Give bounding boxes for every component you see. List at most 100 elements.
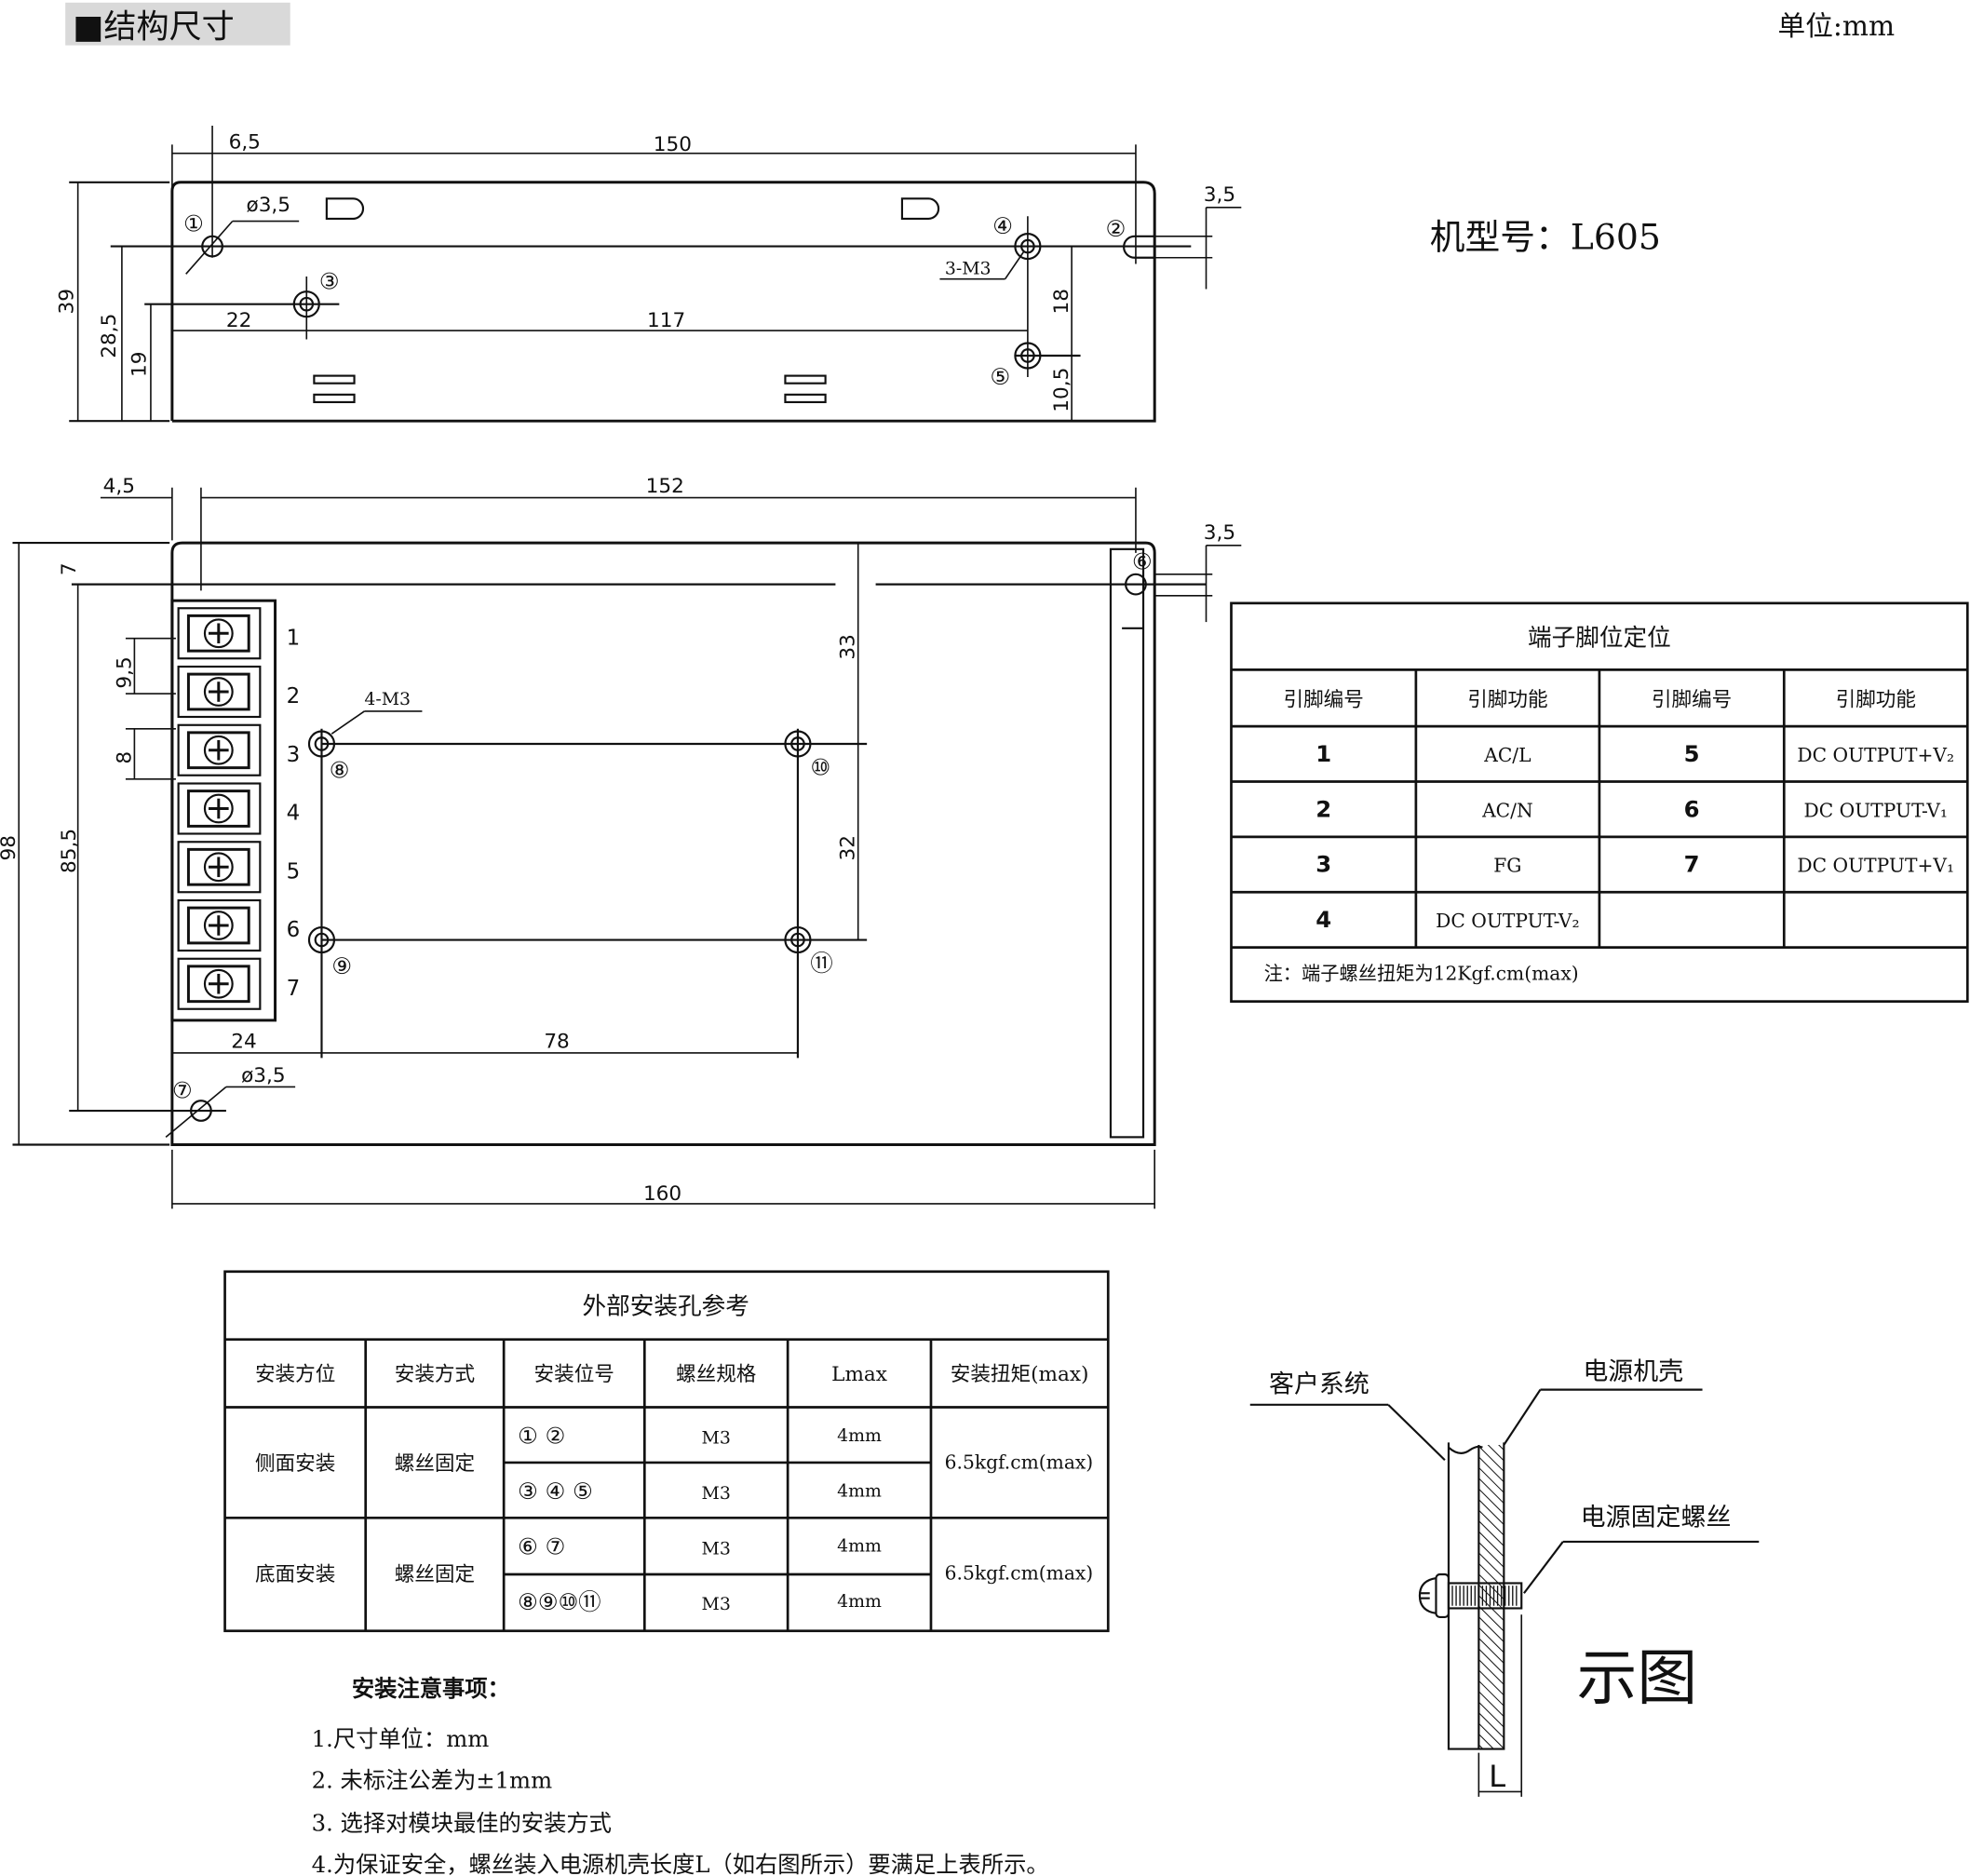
mount-position: 底面安装 xyxy=(255,1563,335,1586)
terminal-3: 3 xyxy=(177,723,301,776)
mount-screw: M3 xyxy=(702,1594,731,1614)
mount-torque: 6.5kgf.cm(max) xyxy=(945,1451,1094,1474)
terminal-1: 1 xyxy=(177,607,300,660)
dimension-label: 32 xyxy=(837,835,860,860)
top-view: 6,5 150 39 28,5 19 22 117 18 10,5 ø3,5 3… xyxy=(55,126,1242,423)
pin-table-cell: AC/L xyxy=(1483,744,1531,766)
dimension-label: 18 xyxy=(1050,289,1073,314)
mount-method: 螺丝固定 xyxy=(395,1452,475,1476)
mount-screw: M3 xyxy=(702,1428,731,1449)
mount-screw: M3 xyxy=(702,1483,731,1504)
mount-lmax: 4mm xyxy=(837,1480,882,1501)
mount-lmax: 4mm xyxy=(837,1591,882,1612)
pin-table-header: 引脚功能 xyxy=(1836,689,1916,712)
terminal-7: 7 xyxy=(177,957,300,1010)
dimension-label: 28,5 xyxy=(98,314,121,358)
mount-table-header: 螺丝规格 xyxy=(676,1363,757,1386)
pin-table-cell: 7 xyxy=(1684,851,1700,878)
dimension-label: 示图 xyxy=(1577,1644,1698,1714)
dimension-label: 安装注意事项： xyxy=(352,1675,510,1702)
dimension-label: 85,5 xyxy=(58,829,81,873)
dimension-label: 4.为保证安全，螺丝装入电源机壳长度L（如右图所示）要满足上表所示。 xyxy=(312,1851,1049,1876)
dimension-label: 4-M3 xyxy=(364,689,411,709)
dimension-label: 39 xyxy=(55,289,78,314)
dimension-label: 3,5 xyxy=(1204,521,1235,545)
mount-holes: ③ ④ ⑤ xyxy=(518,1478,593,1505)
mount-table-header: Lmax xyxy=(831,1363,887,1386)
dimension-label: 3. 选择对模块最佳的安装方式 xyxy=(312,1809,612,1836)
mount-screw: M3 xyxy=(702,1538,731,1559)
mount-lmax: 4mm xyxy=(837,1536,882,1557)
dimension-label: 客户系统 xyxy=(1269,1370,1370,1398)
dimension-label: 6,5 xyxy=(229,130,261,154)
pin-table-header: 引脚编号 xyxy=(1652,689,1732,712)
pin-table-cell: 3 xyxy=(1316,851,1331,878)
pin-table-cell: 2 xyxy=(1316,795,1331,822)
mount-lmax: 4mm xyxy=(837,1425,882,1446)
pin-table-cell: DC OUTPUT+V₂ xyxy=(1797,744,1954,766)
mount-holes: ⑧⑨⑩⑪ xyxy=(518,1588,601,1615)
pin-table-cell: 4 xyxy=(1316,906,1331,933)
dimension-label: 33 xyxy=(837,634,860,659)
terminal-label: 2 xyxy=(287,684,301,709)
dimension-label: ④ xyxy=(992,212,1013,239)
pin-table-cell: 1 xyxy=(1316,740,1331,767)
mount-torque: 6.5kgf.cm(max) xyxy=(945,1561,1094,1584)
dimension-label: 10,5 xyxy=(1050,368,1073,412)
dimension-label: 电源机壳 xyxy=(1583,1357,1683,1386)
dimension-label: 24 xyxy=(231,1031,256,1054)
terminal-label: 6 xyxy=(287,918,301,942)
pin-table-cell: 5 xyxy=(1684,740,1700,767)
terminal-5: 5 xyxy=(177,841,301,894)
mount-holes: ⑥ ⑦ xyxy=(518,1532,565,1559)
dimension-label: 电源固定螺丝 xyxy=(1581,1503,1732,1532)
pin-table-header: 引脚功能 xyxy=(1467,689,1547,712)
dimension-label: 150 xyxy=(654,133,692,156)
section-title-bg xyxy=(65,2,290,46)
pin-table-cell: DC OUTPUT+V₁ xyxy=(1797,855,1954,877)
terminal-2: 2 xyxy=(177,665,301,719)
pin-table-cell: DC OUTPUT-V₁ xyxy=(1803,799,1948,821)
dimension-label: ① xyxy=(183,209,204,236)
terminal-4: 4 xyxy=(177,782,300,835)
dimension-label: 19 xyxy=(128,351,152,376)
pin-table-cell: DC OUTPUT-V₂ xyxy=(1436,910,1580,932)
mount-method: 螺丝固定 xyxy=(395,1563,475,1586)
dimension-label: 3,5 xyxy=(1204,183,1235,207)
mount-table-header: 安装扭矩(max) xyxy=(951,1363,1089,1386)
dimension-label: 4,5 xyxy=(103,475,135,498)
dimension-label: ⑧ xyxy=(330,756,350,783)
dimension-label: 7 xyxy=(58,562,81,575)
dimension-label: ø3,5 xyxy=(247,194,291,217)
model-label: 机型号：L605 xyxy=(1430,216,1661,257)
dimension-label: ③ xyxy=(319,267,340,294)
mount-table-header: 安装方式 xyxy=(395,1363,475,1386)
section-title: ■结构尺寸 xyxy=(73,8,234,47)
hole-1 xyxy=(201,235,223,258)
terminal-label: 3 xyxy=(287,743,301,767)
install-notes: 安装注意事项： 1.尺寸单位：mm 2. 未标注公差为±1mm 3. 选择对模块… xyxy=(312,1675,1049,1876)
mount-holes: ① ② xyxy=(518,1423,565,1450)
dimension-label: 78 xyxy=(544,1031,569,1054)
dimension-label: 160 xyxy=(643,1182,681,1206)
pin-table-title: 端子脚位定位 xyxy=(1528,625,1671,653)
pin-table-header: 引脚编号 xyxy=(1284,689,1364,712)
unit-label: 单位:mm xyxy=(1778,9,1896,42)
pin-table-note: 注：端子螺丝扭矩为12Kgf.cm(max) xyxy=(1264,963,1579,985)
terminal-label: 5 xyxy=(287,859,301,884)
dimension-label: ⑦ xyxy=(172,1077,193,1104)
mount-table-header: 安装方位 xyxy=(255,1363,335,1386)
dimension-label: 3-M3 xyxy=(945,258,992,278)
screw-diagram: L 客户系统 电源机壳 电源固定螺丝 示图 xyxy=(1249,1357,1760,1797)
pin-table: 端子脚位定位 注：端子螺丝扭矩为12Kgf.cm(max) 引脚编号 引脚功能 引脚… xyxy=(1230,601,1969,1003)
dimension-label: ⑨ xyxy=(331,952,352,979)
dimension-label: ⑩ xyxy=(810,754,830,781)
dimension-label: 9,5 xyxy=(113,656,136,688)
dimension-label: 152 xyxy=(646,475,684,498)
dimension-label: ø3,5 xyxy=(241,1064,286,1087)
dimension-label: L xyxy=(1489,1759,1505,1794)
pin-table-cell: FG xyxy=(1493,855,1521,877)
dimension-label: 8 xyxy=(113,751,136,764)
